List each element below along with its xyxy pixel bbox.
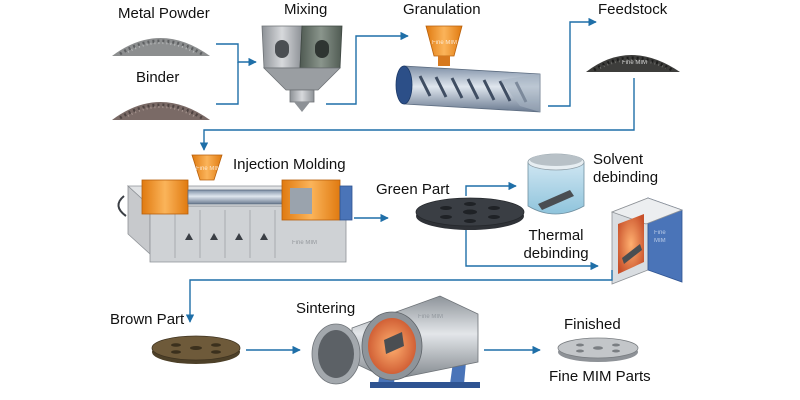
finished-part	[557, 337, 639, 362]
svg-text:Fine: Fine	[654, 230, 666, 236]
sintering-label: Sintering	[296, 300, 356, 317]
injection-molding-machine: Fine MIM Fine MIM	[117, 154, 353, 263]
sintering-furnace: Fine MIM	[311, 295, 480, 388]
feedstock-label: Feedstock	[598, 1, 668, 18]
mixer-machine	[261, 25, 343, 112]
svg-text:MIM: MIM	[654, 238, 666, 244]
svg-text:Fine MIM: Fine MIM	[432, 40, 457, 46]
fine-mim-parts-label: Fine MIM Parts	[549, 368, 651, 385]
mixing-label: Mixing	[284, 1, 328, 18]
thermal-debinding-label-line1: Thermal	[528, 227, 584, 244]
metal-powder-pile	[112, 38, 210, 56]
solvent-debinding-beaker	[527, 153, 585, 215]
solvent-debinding-label-line1: Solvent	[593, 151, 644, 168]
feedstock-pile: Fine MIM	[586, 55, 680, 72]
binder-label: Binder	[136, 69, 180, 86]
flow-arrows-row2	[185, 181, 613, 323]
granulation-machine: Fine MIM	[395, 25, 541, 113]
granulation-label: Granulation	[403, 1, 481, 18]
binder-pile	[112, 102, 210, 120]
green-part	[415, 197, 525, 230]
svg-text:Fine MIM: Fine MIM	[196, 166, 221, 172]
injection-molding-label: Injection Molding	[233, 156, 346, 173]
svg-text:Fine MIM: Fine MIM	[292, 240, 317, 246]
svg-text:Fine MIM: Fine MIM	[418, 314, 443, 320]
flow-arrows-row1	[199, 17, 635, 151]
solvent-debinding-label-line2: debinding	[593, 169, 659, 186]
thermal-debinding-label-line2: debinding	[523, 245, 589, 262]
brown-part	[151, 335, 241, 364]
thermal-debinding-oven: Fine MIM	[610, 197, 684, 285]
svg-text:Fine MIM: Fine MIM	[622, 60, 647, 66]
green-part-label: Green Part	[376, 181, 450, 198]
metal-powder-label: Metal Powder	[118, 5, 210, 22]
finished-label: Finished	[564, 316, 621, 333]
brown-part-label: Brown Part	[110, 311, 185, 328]
